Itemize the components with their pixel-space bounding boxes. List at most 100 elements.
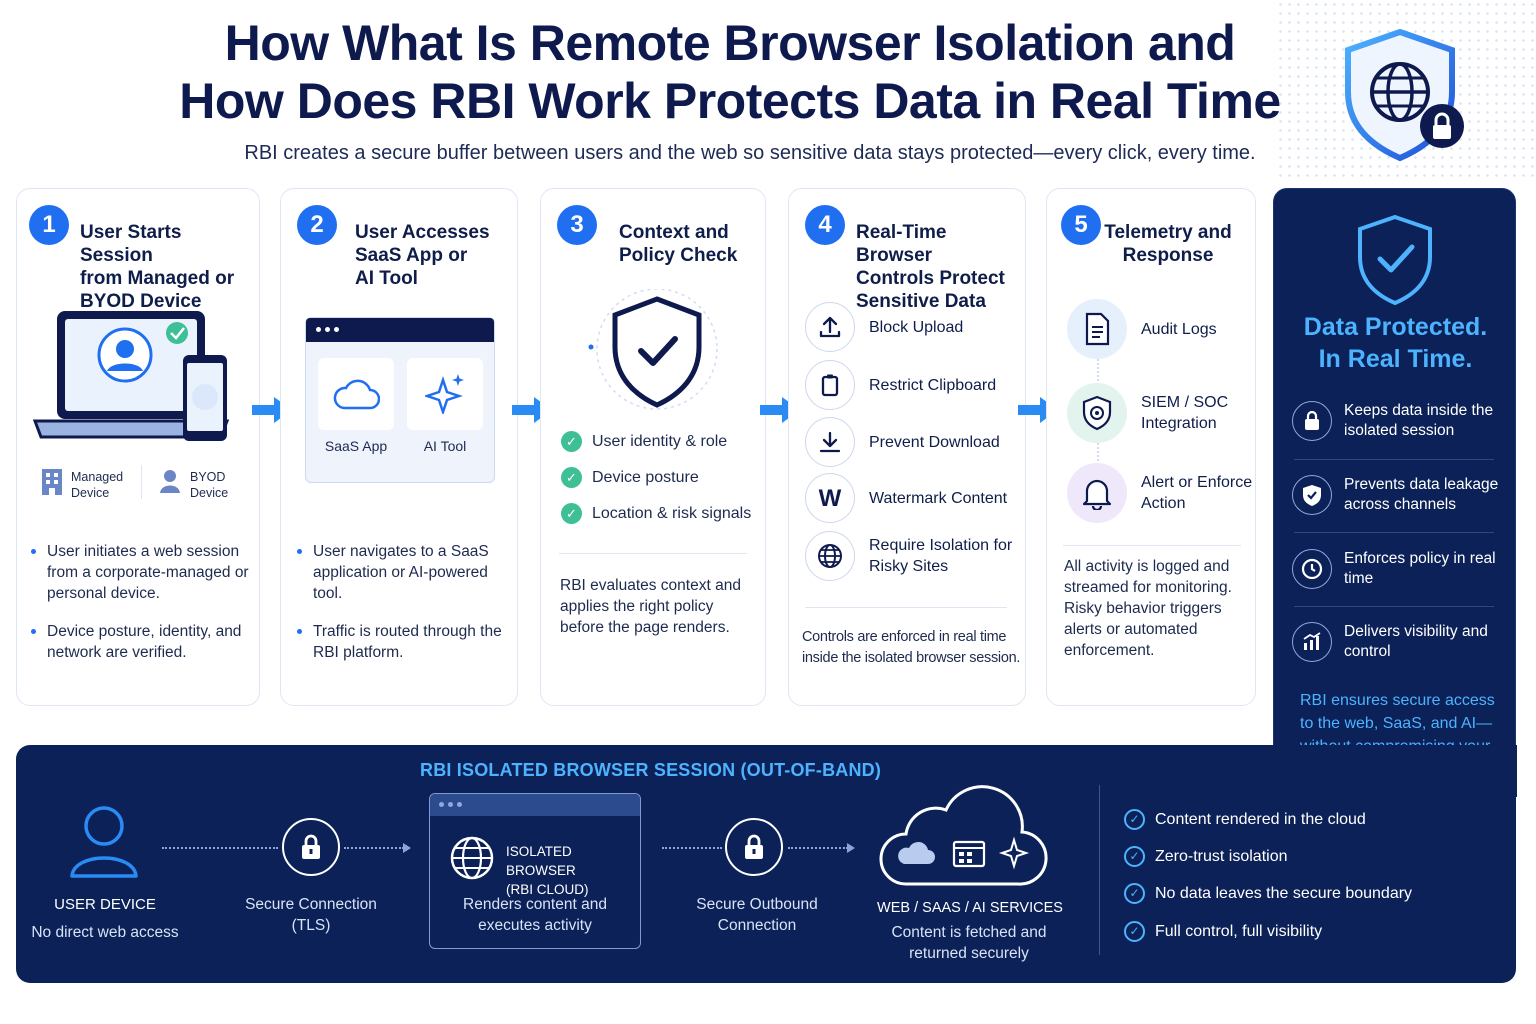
step-title: Context and Policy Check [619,222,738,266]
session-check-item: ✓Full control, full visibility [1124,921,1322,942]
isolated-browser-label: ISOLATED BROWSER (RBI CLOUD) [506,844,589,897]
telemetry-siem-soc: SIEM / SOC Integration [1067,383,1247,443]
saas-app-label: SaaS App [324,438,388,454]
control-restrict-clipboard: Restrict Clipboard [805,360,996,410]
services-label: WEB / SAAS / AI SERVICES [877,900,1063,916]
step-bullets: User initiates a web session from a corp… [29,541,251,680]
panel-title: Data Protected. In Real Time. [1303,313,1488,373]
benefit-item: Keeps data inside the isolated session [1292,401,1500,441]
services-sub: Content is fetched and returned securely [891,924,1047,962]
step-title: Telemetry and Response [1104,222,1232,266]
globe-icon [450,836,494,880]
shield-check-icon [1303,485,1321,506]
divider [141,465,142,499]
divider [559,553,747,554]
control-watermark-content: W Watermark Content [805,473,1007,523]
divider [1294,459,1494,460]
managed-device-label: Managed Device [71,470,124,500]
clock-icon [1301,558,1323,580]
sparkle-icon [425,374,464,414]
ai-tool-tile[interactable] [407,358,483,430]
step-number: 3 [557,205,597,245]
step-card-4: 4 Real-Time Browser Controls Protect Sen… [788,188,1026,706]
step-card-2: 2 User Accesses SaaS App or AI Tool SaaS… [280,188,518,706]
session-check-item: ✓Zero-trust isolation [1124,846,1288,867]
page-title: How What Is Remote Browser Isolation and… [0,14,1460,130]
divider [1294,606,1494,607]
shield-check-icon [588,289,718,410]
app-window: SaaS App AI Tool [305,317,495,483]
step-card-3: 3 Context and Policy Check ✓User identit… [540,188,766,706]
step-card-1: 1 User Starts Session from Managed or BY… [16,188,260,706]
step-footer: Controls are enforced in real time insid… [802,629,1021,666]
shield-target-icon [1082,395,1112,431]
ai-tool-label: AI Tool [423,438,467,454]
step-description: RBI evaluates context and applies the ri… [560,577,741,636]
step-title: User Starts Session from Managed or BYOD… [80,222,235,312]
bullet-item: User initiates a web session from a corp… [29,541,251,604]
check-icon: ✓ [561,503,582,524]
secure-outbound-label: Secure Outbound Connection [696,896,818,934]
user-icon [70,806,138,878]
bullet-item: Device posture, identity, and network ar… [29,621,251,663]
bullet-item: Traffic is routed through the RBI platfo… [295,621,509,663]
divider [805,607,1007,608]
step-number: 5 [1061,205,1101,245]
page-subtitle: RBI creates a secure buffer between user… [244,142,1256,164]
shield-globe-lock-icon [1345,28,1464,162]
divider [1294,532,1494,533]
step-number: 4 [805,205,845,245]
divider [1099,785,1100,955]
connector-line [788,847,848,849]
watermark-icon: W [805,473,855,523]
check-circle-icon: ✓ [1124,883,1145,904]
benefit-item: Delivers visibility and control [1292,622,1500,662]
window-titlebar [306,318,494,342]
isolated-browser-sub: Renders content and executes activity [463,896,607,934]
title-line-1: How What Is Remote Browser Isolation and [224,15,1236,71]
laptop-phone-icon [32,311,230,441]
user-device-label: USER DEVICE [54,896,156,913]
window-titlebar [430,794,640,816]
bell-icon [1082,479,1112,510]
step-description: All activity is logged and streamed for … [1064,558,1232,659]
person-icon [160,470,180,493]
globe-icon [818,544,842,568]
telemetry-alert-enforce: Alert or Enforce Action [1067,463,1257,523]
step-bullets: User navigates to a SaaS application or … [295,541,509,680]
cloud-icon [333,379,380,410]
control-require-isolation: Require Isolation for Risky Sites [805,531,1015,581]
user-device-sub: No direct web access [31,924,179,941]
check-circle-icon: ✓ [1124,809,1145,830]
byod-device-label: BYOD Device [190,470,229,500]
session-title: RBI ISOLATED BROWSER SESSION (OUT-OF-BAN… [420,760,882,780]
bullet-item: User navigates to a SaaS application or … [295,541,509,604]
session-check-item: ✓No data leaves the secure boundary [1124,883,1412,904]
check-icon: ✓ [561,467,582,488]
arrow-head-icon [403,843,411,853]
check-circle-icon: ✓ [1124,846,1145,867]
lock-icon [302,834,320,859]
benefit-item: Enforces policy in real time [1292,549,1500,589]
check-circle-icon: ✓ [1124,921,1145,942]
document-icon [1085,312,1110,346]
chart-icon [1303,632,1321,650]
step-title: User Accesses SaaS App or AI Tool [355,222,490,289]
step-card-5: 5 Telemetry and Response Audit Logs SIEM… [1046,188,1256,706]
lock-icon [1305,410,1319,430]
session-check-item: ✓Content rendered in the cloud [1124,809,1366,830]
isolated-browser-box: ISOLATED BROWSER (RBI CLOUD) Renders con… [429,793,641,949]
upload-icon [819,316,841,338]
check-item: ✓User identity & role [561,431,727,452]
arrow-head-icon [847,843,855,853]
cloud-icon [879,785,1048,886]
saas-app-tile[interactable] [318,358,394,430]
check-item: ✓Device posture [561,467,699,488]
step-number: 2 [297,205,337,245]
connector-line [162,847,278,849]
secure-connection-node [282,818,340,876]
lock-icon [745,834,763,859]
control-block-upload: Block Upload [805,302,963,352]
divider [1063,545,1241,546]
secure-outbound-node [725,818,783,876]
